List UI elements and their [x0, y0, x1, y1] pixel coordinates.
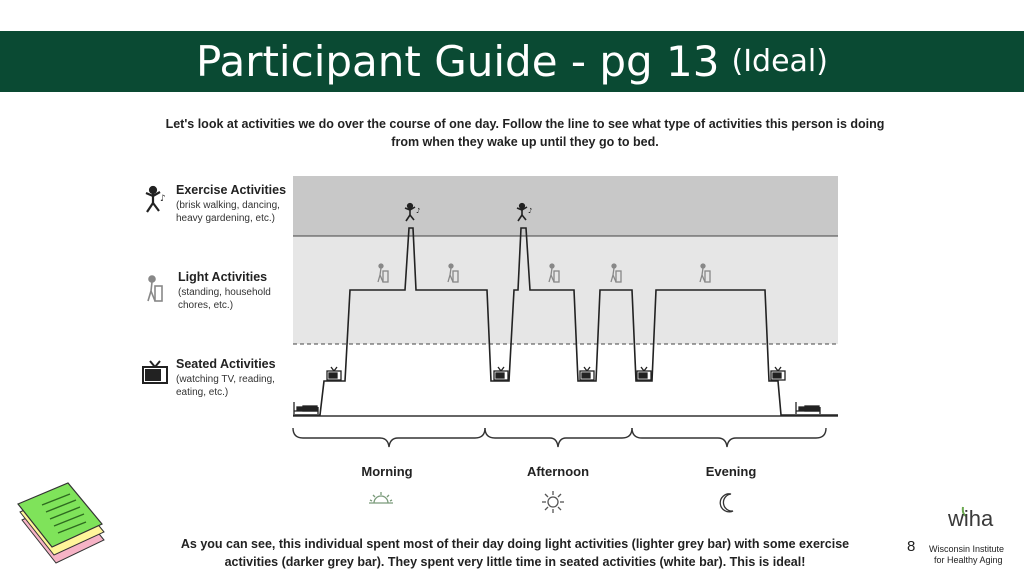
evening-brace	[631, 427, 827, 448]
page-number: 8	[907, 538, 916, 555]
period-morning: Morning	[361, 464, 413, 479]
dancer-icon: ♪	[145, 185, 166, 213]
logo-subtitle-1: Wisconsin Institute	[929, 544, 1005, 554]
slide-subtitle: (Ideal)	[731, 44, 828, 79]
outro-line-1: As you can see, this individual spent mo…	[180, 537, 850, 551]
notebook-icon	[17, 482, 105, 564]
legend-exercise-title: Exercise Activities	[176, 183, 287, 197]
moon-icon	[719, 493, 734, 513]
tv-icon	[142, 360, 168, 384]
legend-seated-desc: (watching TV, reading, eating, etc.)	[176, 373, 296, 399]
logo-leaf-icon	[961, 506, 967, 517]
tv-icon	[636, 366, 652, 381]
bed-icon	[795, 402, 821, 414]
legend-light-title: Light Activities	[178, 270, 268, 284]
legend-light-desc-1: (standing, household	[178, 287, 271, 298]
period-evening: Evening	[705, 464, 757, 479]
outro-text: As you can see, this individual spent mo…	[170, 535, 860, 571]
slide-title: Participant Guide - pg 13	[196, 37, 720, 86]
sunrise-icon	[369, 492, 393, 504]
legend-light-desc-2: chores, etc.)	[178, 300, 234, 311]
tv-icon	[770, 366, 786, 381]
dancer-icon: ♪	[404, 202, 420, 222]
logo-name: wiha	[948, 506, 994, 531]
walker-icon	[548, 263, 560, 283]
morning-brace	[292, 427, 486, 448]
legend-light-desc: (standing, household chores, etc.)	[178, 286, 298, 312]
dancer-icon: ♪	[516, 202, 532, 222]
bed-icon	[293, 402, 319, 414]
logo-subtitle-2: for Healthy Aging	[934, 555, 1003, 565]
walker-icon	[377, 263, 389, 283]
legend-exercise-desc: (brisk walking, dancing, heavy gardening…	[176, 199, 296, 225]
legend-seated-desc-2: eating, etc.)	[176, 387, 229, 398]
intro-line-1: Let's look at activities we do over the …	[165, 117, 885, 131]
title-bar: Participant Guide - pg 13 (Ideal)	[0, 31, 1024, 92]
intro-text: Let's look at activities we do over the …	[150, 115, 900, 151]
walker-icon	[610, 263, 622, 283]
sun-icon	[542, 491, 564, 513]
walker-icon	[699, 263, 711, 283]
tv-icon	[579, 366, 595, 381]
walker-icon	[447, 263, 459, 283]
legend-exercise-desc-2: heavy gardening, etc.)	[176, 213, 275, 224]
afternoon-brace	[484, 427, 633, 448]
legend-exercise-desc-1: (brisk walking, dancing,	[176, 200, 280, 211]
exercise-band	[293, 176, 838, 236]
activity-line	[293, 227, 838, 416]
intro-line-2: from when they wake up until they go to …	[391, 135, 659, 149]
svg-text:♪: ♪	[416, 207, 420, 215]
outro-line-2: activities (darker grey bar). They spent…	[224, 555, 806, 569]
legend-seated-title: Seated Activities	[176, 357, 276, 371]
walker-icon	[147, 275, 163, 302]
legend-seated-desc-1: (watching TV, reading,	[176, 374, 275, 385]
tv-icon	[493, 366, 509, 381]
svg-text:♪: ♪	[160, 194, 166, 204]
tv-icon	[326, 366, 342, 381]
period-afternoon: Afternoon	[526, 464, 590, 479]
svg-text:♪: ♪	[528, 207, 532, 215]
